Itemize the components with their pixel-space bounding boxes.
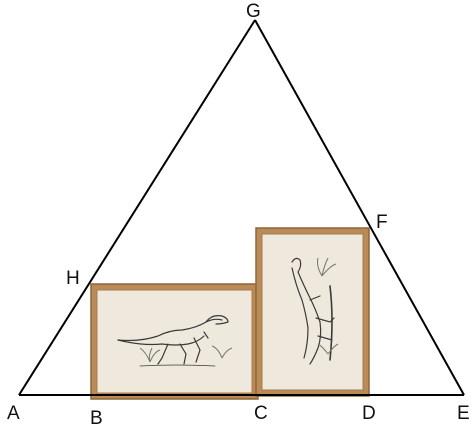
- point-label-g: G: [246, 1, 261, 22]
- t-rex-upright-sketch: [291, 257, 335, 365]
- foliage-sketch-right: [317, 257, 339, 355]
- landscape-frame: [90, 283, 259, 400]
- foliage-sketch-left: [139, 345, 233, 363]
- t-rex-walking-sketch: [117, 315, 229, 367]
- side-ag: [18, 19, 256, 396]
- portrait-frame: [255, 227, 370, 397]
- point-label-h: H: [66, 268, 80, 289]
- point-label-b: B: [90, 408, 103, 429]
- side-ge: [254, 19, 465, 396]
- triangle-outline: [18, 19, 465, 396]
- point-label-e: E: [457, 403, 470, 424]
- point-label-a: A: [7, 403, 20, 424]
- point-label-d: D: [362, 403, 376, 424]
- point-label-c: C: [254, 403, 268, 424]
- point-label-f: F: [376, 212, 388, 233]
